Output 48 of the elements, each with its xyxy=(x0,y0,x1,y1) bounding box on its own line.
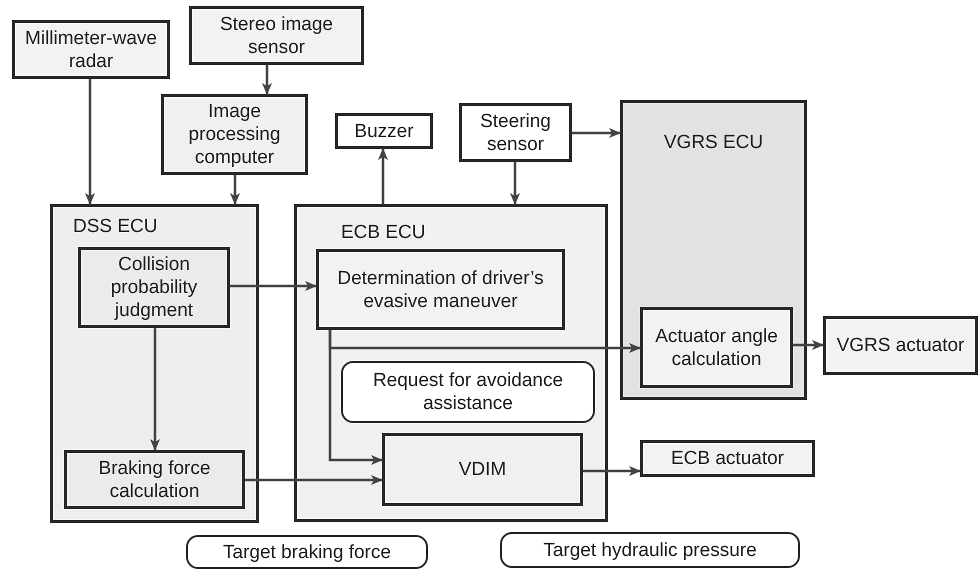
signal-box xyxy=(341,361,595,423)
process-box xyxy=(640,307,793,388)
arrow xyxy=(793,340,824,350)
arrow xyxy=(85,79,95,205)
node-label: Image processing computer xyxy=(188,100,282,169)
ecu-container xyxy=(294,204,608,522)
node-label: Collision probability judgment xyxy=(110,253,198,322)
arrow xyxy=(230,175,240,205)
arrow xyxy=(510,162,520,205)
arrow xyxy=(150,328,160,451)
actuator-box xyxy=(823,316,978,375)
node-label: Steering sensor xyxy=(479,110,552,156)
ecu-container xyxy=(620,100,807,400)
node-label: VDIM xyxy=(458,458,508,481)
node-label: Determination of driver’s evasive maneuver xyxy=(336,266,545,312)
arrow xyxy=(328,330,383,465)
node-label: Millimeter-wave radar xyxy=(24,26,158,72)
sensor-box xyxy=(459,103,572,162)
arrow xyxy=(378,148,388,204)
node-label: Stereo image sensor xyxy=(218,12,334,58)
arrow xyxy=(262,65,272,95)
signal-box xyxy=(186,535,428,569)
container-heading: DSS ECU xyxy=(72,215,158,238)
node-label: Actuator angle calculation xyxy=(654,324,779,370)
arrow xyxy=(572,128,621,138)
arrow xyxy=(230,281,317,291)
container-heading: VGRS ECU xyxy=(662,131,764,154)
computer-box xyxy=(161,94,308,175)
node-label: Request for avoidance assistance xyxy=(372,369,564,415)
arrow xyxy=(245,475,383,485)
sensor-box xyxy=(189,6,364,65)
node-label: Braking force calculation xyxy=(98,456,212,502)
actuator-box xyxy=(640,440,815,477)
node-label: Target braking force xyxy=(222,540,392,564)
arrow xyxy=(583,466,641,476)
node-label: Target hydraulic pressure xyxy=(542,538,758,562)
process-box xyxy=(382,433,583,506)
signal-box xyxy=(500,532,800,568)
process-box xyxy=(316,249,565,330)
process-box xyxy=(78,247,230,328)
container-heading: ECB ECU xyxy=(340,221,426,244)
ecu-container xyxy=(50,204,259,523)
node-label: ECB actuator xyxy=(670,447,785,470)
process-box xyxy=(64,450,245,509)
output-box xyxy=(335,113,433,149)
node-label: VGRS actuator xyxy=(836,334,966,357)
sensor-box xyxy=(12,20,170,79)
node-label: Buzzer xyxy=(353,120,415,142)
